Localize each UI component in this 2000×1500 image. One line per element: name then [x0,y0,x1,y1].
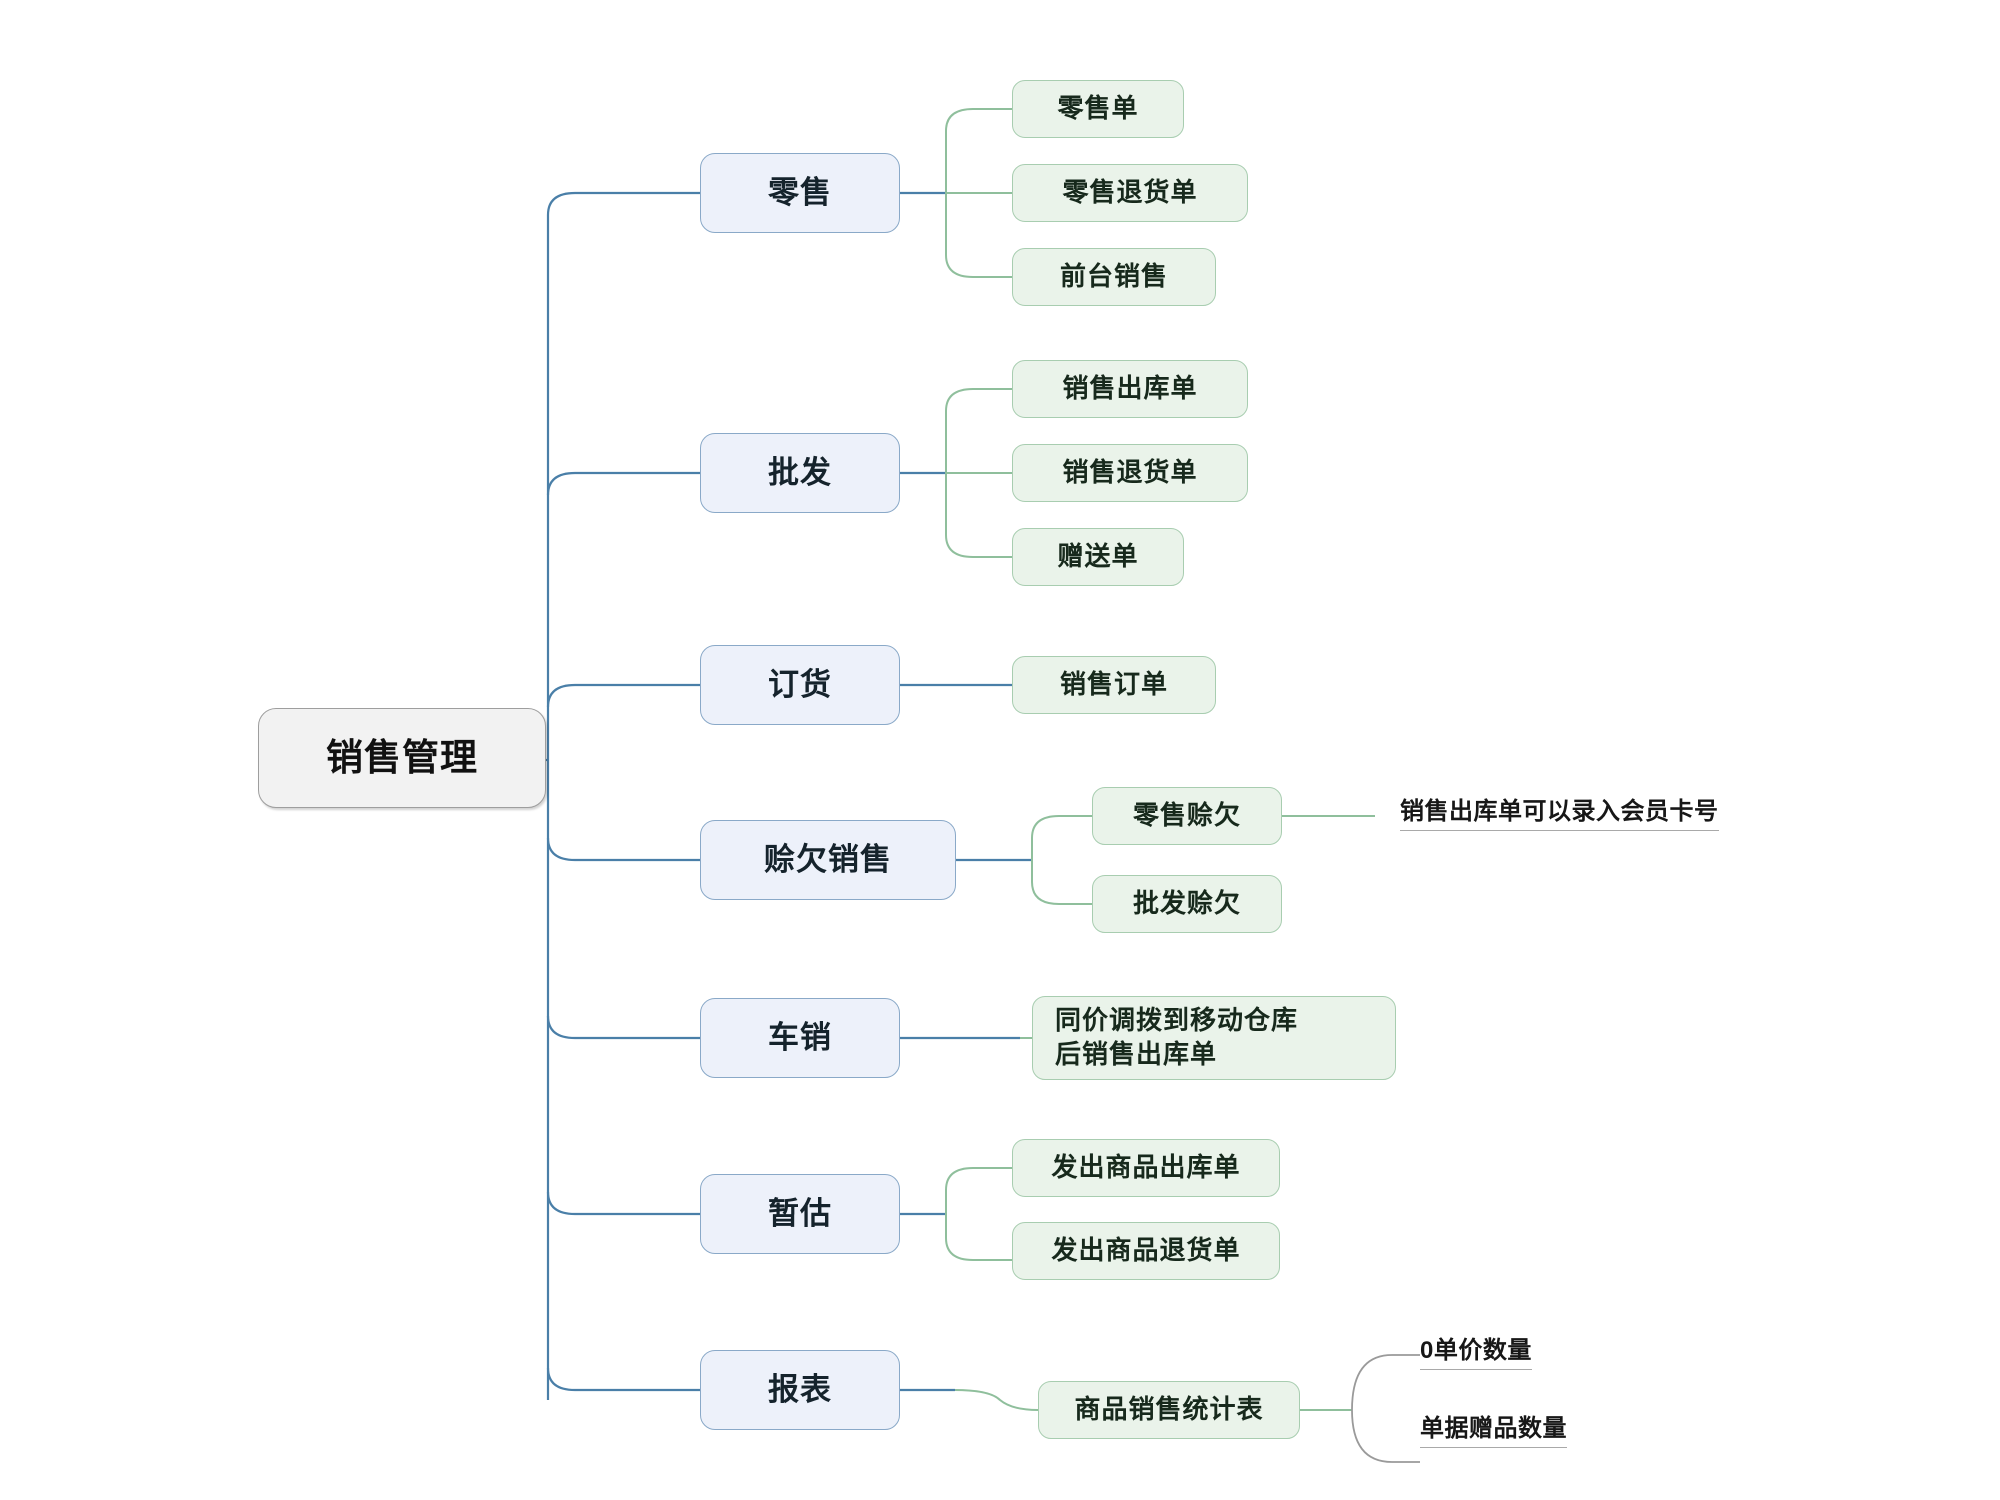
branch-label: 报表 [768,1372,832,1408]
leaf-label: 前台销售 [1059,261,1168,292]
note-zero-price-qty: 0单价数量 [1420,1330,1532,1370]
branch-label: 零售 [768,175,832,211]
leaf-node-product-sales-report[interactable]: 商品销售统计表 [1038,1381,1300,1439]
branch-label: 车销 [768,1020,832,1056]
leaf-elbow-retail-3 [945,193,1012,278]
branch-node-wholesale[interactable]: 批发 [700,433,900,513]
branch-node-estimate[interactable]: 暂估 [700,1174,900,1254]
trunk-elbow-wholesale [546,471,700,496]
branch-node-credit-sale[interactable]: 赊欠销售 [700,820,956,900]
leaf-label: 发出商品退货单 [1051,1235,1241,1266]
branch-label: 订货 [768,667,832,703]
trunk-elbow-credit [546,837,700,862]
trunk-elbow-report [546,1367,700,1392]
trunk-elbow-retail [546,191,700,216]
branch-node-retail[interactable]: 零售 [700,153,900,233]
leaf-elbow-credit-1 [1031,815,1092,860]
leaf-node-retail-return[interactable]: 零售退货单 [1012,164,1248,222]
leaf-label: 销售订单 [1059,669,1168,700]
leaf-node-issued-goods-outbound[interactable]: 发出商品出库单 [1012,1139,1280,1197]
leaf-label: 批发赊欠 [1132,888,1241,919]
trunk-elbow-vehicle [546,1015,700,1040]
leaf-elbow-credit-2 [1031,860,1092,905]
note-member-card: 销售出库单可以录入会员卡号 [1400,791,1719,831]
leaf-label: 零售赊欠 [1132,800,1241,831]
leaf-label: 同价调拨到移动仓库 后销售出库单 [1055,1005,1299,1069]
note-elbow-report-2 [1351,1409,1420,1463]
leaf-node-retail-order[interactable]: 零售单 [1012,80,1184,138]
leaf-elbow-wholesale-3 [945,473,1012,558]
leaf-label: 发出商品出库单 [1051,1152,1241,1183]
leaf-label: 销售退货单 [1062,457,1198,488]
leaf-elbow-estimate-1 [945,1167,1012,1214]
leaf-elbow-report-1 [954,1389,1039,1411]
branch-label: 赊欠销售 [764,842,892,878]
branch-node-report[interactable]: 报表 [700,1350,900,1430]
branch-node-order[interactable]: 订货 [700,645,900,725]
leaf-label: 零售退货单 [1062,177,1198,208]
branch-node-vehicle-sale[interactable]: 车销 [700,998,900,1078]
root-label: 销售管理 [326,737,478,779]
note-elbow-report-1 [1351,1354,1420,1411]
leaf-elbow-wholesale-1 [945,388,1012,473]
leaf-node-gift-order[interactable]: 赠送单 [1012,528,1184,586]
trunk-elbow-estimate [546,1191,700,1216]
note-doc-gift-qty: 单据赠品数量 [1420,1408,1567,1448]
leaf-label: 赠送单 [1057,541,1139,572]
root-node[interactable]: 销售管理 [258,708,546,808]
trunk-elbow-order [546,683,700,708]
branch-label: 批发 [768,455,832,491]
leaf-label: 零售单 [1057,93,1139,124]
leaf-node-issued-goods-return[interactable]: 发出商品退货单 [1012,1222,1280,1280]
note-label: 0单价数量 [1420,1337,1532,1364]
leaf-label: 商品销售统计表 [1074,1394,1264,1425]
leaf-node-sales-order[interactable]: 销售订单 [1012,656,1216,714]
leaf-node-vehicle-transfer[interactable]: 同价调拨到移动仓库 后销售出库单 [1032,996,1396,1080]
leaf-node-sales-return[interactable]: 销售退货单 [1012,444,1248,502]
leaf-node-sales-outbound[interactable]: 销售出库单 [1012,360,1248,418]
leaf-elbow-retail-1 [945,108,1012,193]
branch-label: 暂估 [768,1196,832,1232]
note-label: 销售出库单可以录入会员卡号 [1400,798,1719,825]
leaf-node-front-desk-sale[interactable]: 前台销售 [1012,248,1216,306]
leaf-node-retail-credit[interactable]: 零售赊欠 [1092,787,1282,845]
leaf-elbow-estimate-2 [945,1214,1012,1261]
note-label: 单据赠品数量 [1420,1415,1567,1442]
leaf-label: 销售出库单 [1062,373,1198,404]
leaf-node-wholesale-credit[interactable]: 批发赊欠 [1092,875,1282,933]
